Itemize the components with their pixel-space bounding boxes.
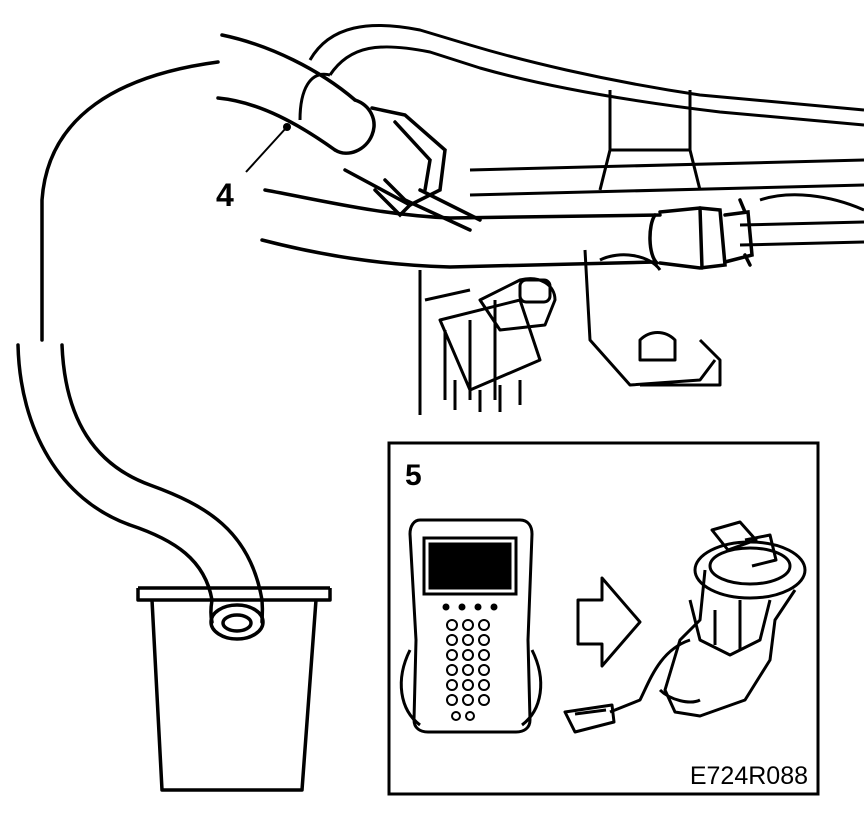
inset-panel: 5 E724R088	[387, 441, 820, 796]
callout-5-label: 5	[405, 459, 422, 492]
fuel-hose-icon	[16, 33, 754, 641]
figure-code: E724R088	[690, 762, 808, 790]
callout-4-dot	[283, 123, 291, 131]
chassis-structure	[298, 24, 864, 415]
arrow-right-icon	[576, 576, 642, 668]
tool-keys	[446, 619, 490, 721]
callout-4-label: 4	[216, 177, 234, 213]
diagnostic-tool-icon	[399, 518, 543, 734]
tool-keypad	[442, 603, 498, 611]
bucket-icon	[136, 586, 332, 792]
fuel-pump-icon	[563, 520, 807, 734]
callout-4-leader	[245, 127, 287, 173]
